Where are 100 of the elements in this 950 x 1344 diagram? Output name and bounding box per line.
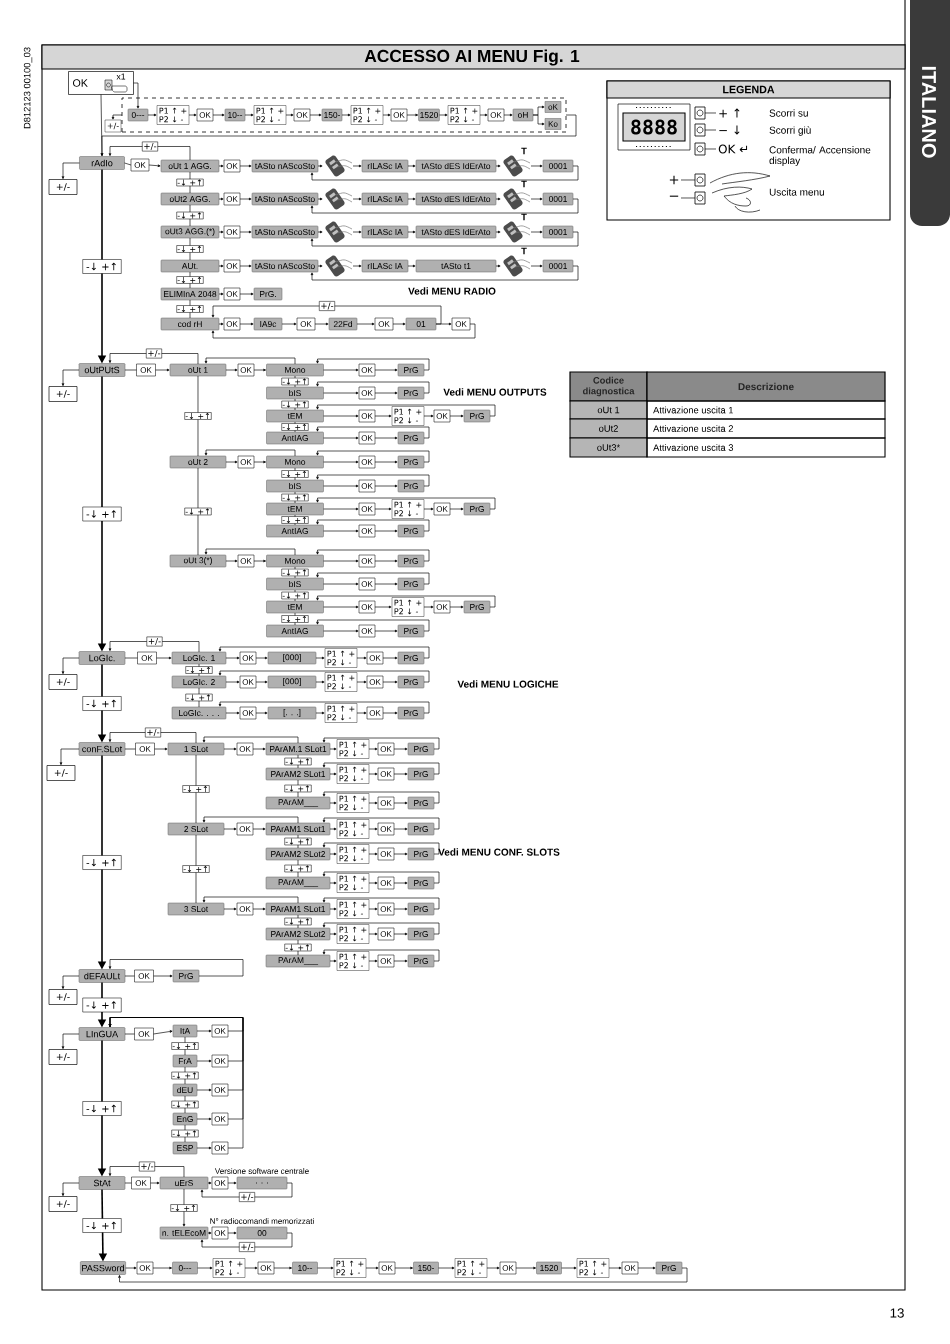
ok-button: OK [358,554,376,568]
arrow [407,264,416,268]
display-box: AntIAG [266,624,324,638]
button-letter: T [521,213,527,221]
display-box: PrG [407,767,435,781]
display-box: oUt 1 AGG. [160,159,220,173]
arrow [393,827,408,831]
ok-button: OK [358,524,376,538]
arrow [393,747,408,751]
display-box: 150- [321,108,343,122]
edge-label: +/- [239,1242,255,1252]
ok-button: OK [211,1176,229,1190]
display-box: PrG [397,624,425,638]
display-box: AUt. [160,259,220,273]
arrow [227,1181,237,1185]
display-box: 0001 [542,225,574,239]
ok-button: OK [134,1027,154,1041]
arrow [329,932,337,936]
keypad-box: P1 ↑ + P2 ↓ - [391,499,425,519]
keypad-box: P1 ↑ + P2 ↓ - [391,406,425,426]
display-box: PrG [397,554,425,568]
connector-line [297,859,299,878]
arrow [150,1181,160,1185]
display-box: PrG [407,847,435,861]
keypad-box: P1 ↑ + P2 ↓ - [350,105,384,125]
arrow [227,1231,237,1235]
edge-label: -↓ +↑ [281,470,309,478]
legend-text: Uscita menu [769,188,824,196]
display-box: Mono [266,554,324,568]
display-box: PrG [397,706,425,720]
display-box: PrG [407,742,435,756]
arrow [323,436,359,440]
arrow [406,113,419,117]
arrow [314,322,329,326]
ok-button: OK [433,409,451,423]
arrow [503,113,513,117]
arrow [323,605,359,609]
ok-button: OK [377,927,395,941]
display-box: n. tELEcoM [159,1226,209,1240]
arrow [218,197,224,201]
arrow [281,322,297,326]
display-box: 1520 [418,108,440,122]
arrow [323,460,359,464]
arrow [225,460,238,464]
menu-display-box: LoGIc. [78,651,126,665]
display-box: ItA [172,1024,198,1038]
plus-minus-button: +/- [48,386,78,402]
arrow [329,801,337,805]
ok-button: OK [223,317,241,331]
edge-label: -↓ +↑ [82,855,122,870]
ok-button: OK [223,225,241,239]
annotation: N° radiocomandi memorizzati [210,1218,314,1224]
arrow [323,391,359,395]
edge-label: -↓ +↑ [184,412,212,420]
arrow [225,368,238,372]
arrow [382,680,398,684]
display-box: ELIMInA 2048 [160,287,220,301]
arrow [368,907,378,911]
connector-line [189,299,191,319]
arrow [152,1266,172,1270]
connector-line [124,1033,135,1035]
arrow [196,1146,212,1150]
edge-label: -↓ +↑ [184,507,212,516]
arrow [323,582,359,586]
ok-button: OK [377,767,395,781]
arrow [329,959,337,963]
display-box: PrG [397,524,425,538]
edge-label: -↓ +↑ [171,1042,199,1050]
arrow [196,1088,212,1092]
keypad-box: P1 ↑ + P2 ↓ - [324,703,358,723]
ok-button: OK [211,1054,229,1068]
ok-button: OK [377,847,395,861]
arrow [252,907,266,911]
plus-minus-button: +/- [104,119,122,133]
button-symbol: + ↑ [719,108,740,118]
display-box: oK [544,101,562,113]
display-box: PrG [655,1261,683,1275]
ok-button: OK [377,954,395,968]
arrow [211,323,476,339]
ok-button: OK [377,876,395,890]
button-letter: T [521,147,527,155]
edge-label: -↓ +↑ [284,864,312,873]
arrow [316,595,496,608]
arrow [211,305,442,325]
arrow [61,162,80,179]
arrow [356,680,367,684]
arrow [196,1029,212,1033]
arrow [59,748,80,765]
arrow [239,197,252,201]
display-box: PrG [397,675,425,689]
arrow [148,164,161,168]
edge-label: -↓ +↑ [281,568,309,577]
ok-button: OK [366,651,384,665]
remote-drawing [503,188,531,210]
ok-button: OK [293,108,311,122]
edge-label: -↓ +↑ [284,784,312,793]
edge-label: -↓ +↑ [284,837,312,846]
arrow [317,164,323,168]
connector-line [124,162,132,166]
display-box: tASto nAScoSto [251,259,319,273]
